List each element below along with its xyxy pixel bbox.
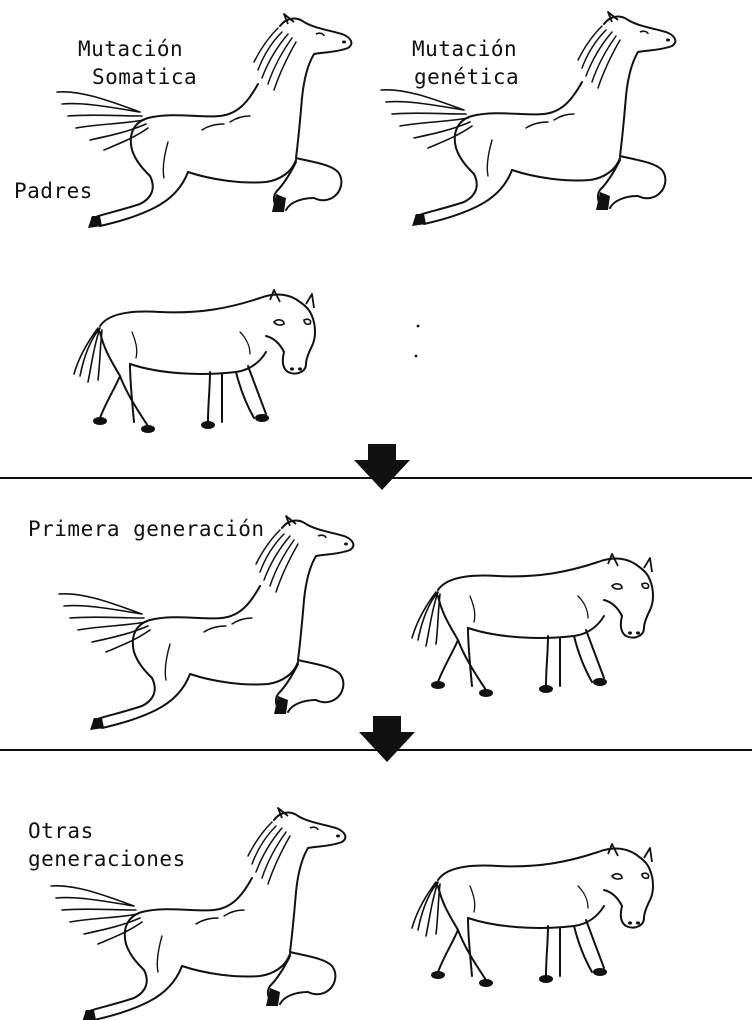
speck-mark xyxy=(416,324,420,328)
standing-pony-parent xyxy=(73,289,316,434)
speck-mark xyxy=(414,354,418,358)
leaping-horse-other-generations xyxy=(50,807,347,1020)
label-padres: Padres xyxy=(14,179,93,203)
standing-pony-first-generation xyxy=(411,553,654,698)
down-arrow-icon xyxy=(359,716,415,762)
standing-pony-other-generations xyxy=(411,843,654,988)
label-otras-generaciones-line2: generaciones xyxy=(28,847,186,871)
leaping-horse-first-generation xyxy=(58,515,355,731)
label-mutacion-genetica-line2: genética xyxy=(414,65,520,89)
label-mutacion-genetica-line1: Mutación xyxy=(412,37,518,61)
down-arrow-icon xyxy=(354,444,410,490)
label-otras-generaciones-line1: Otras xyxy=(28,819,94,843)
label-mutacion-somatica-line2: Somatica xyxy=(92,65,198,89)
label-mutacion-somatica-line1: Mutación xyxy=(78,37,184,61)
label-primera-generacion: Primera generación xyxy=(28,517,265,541)
